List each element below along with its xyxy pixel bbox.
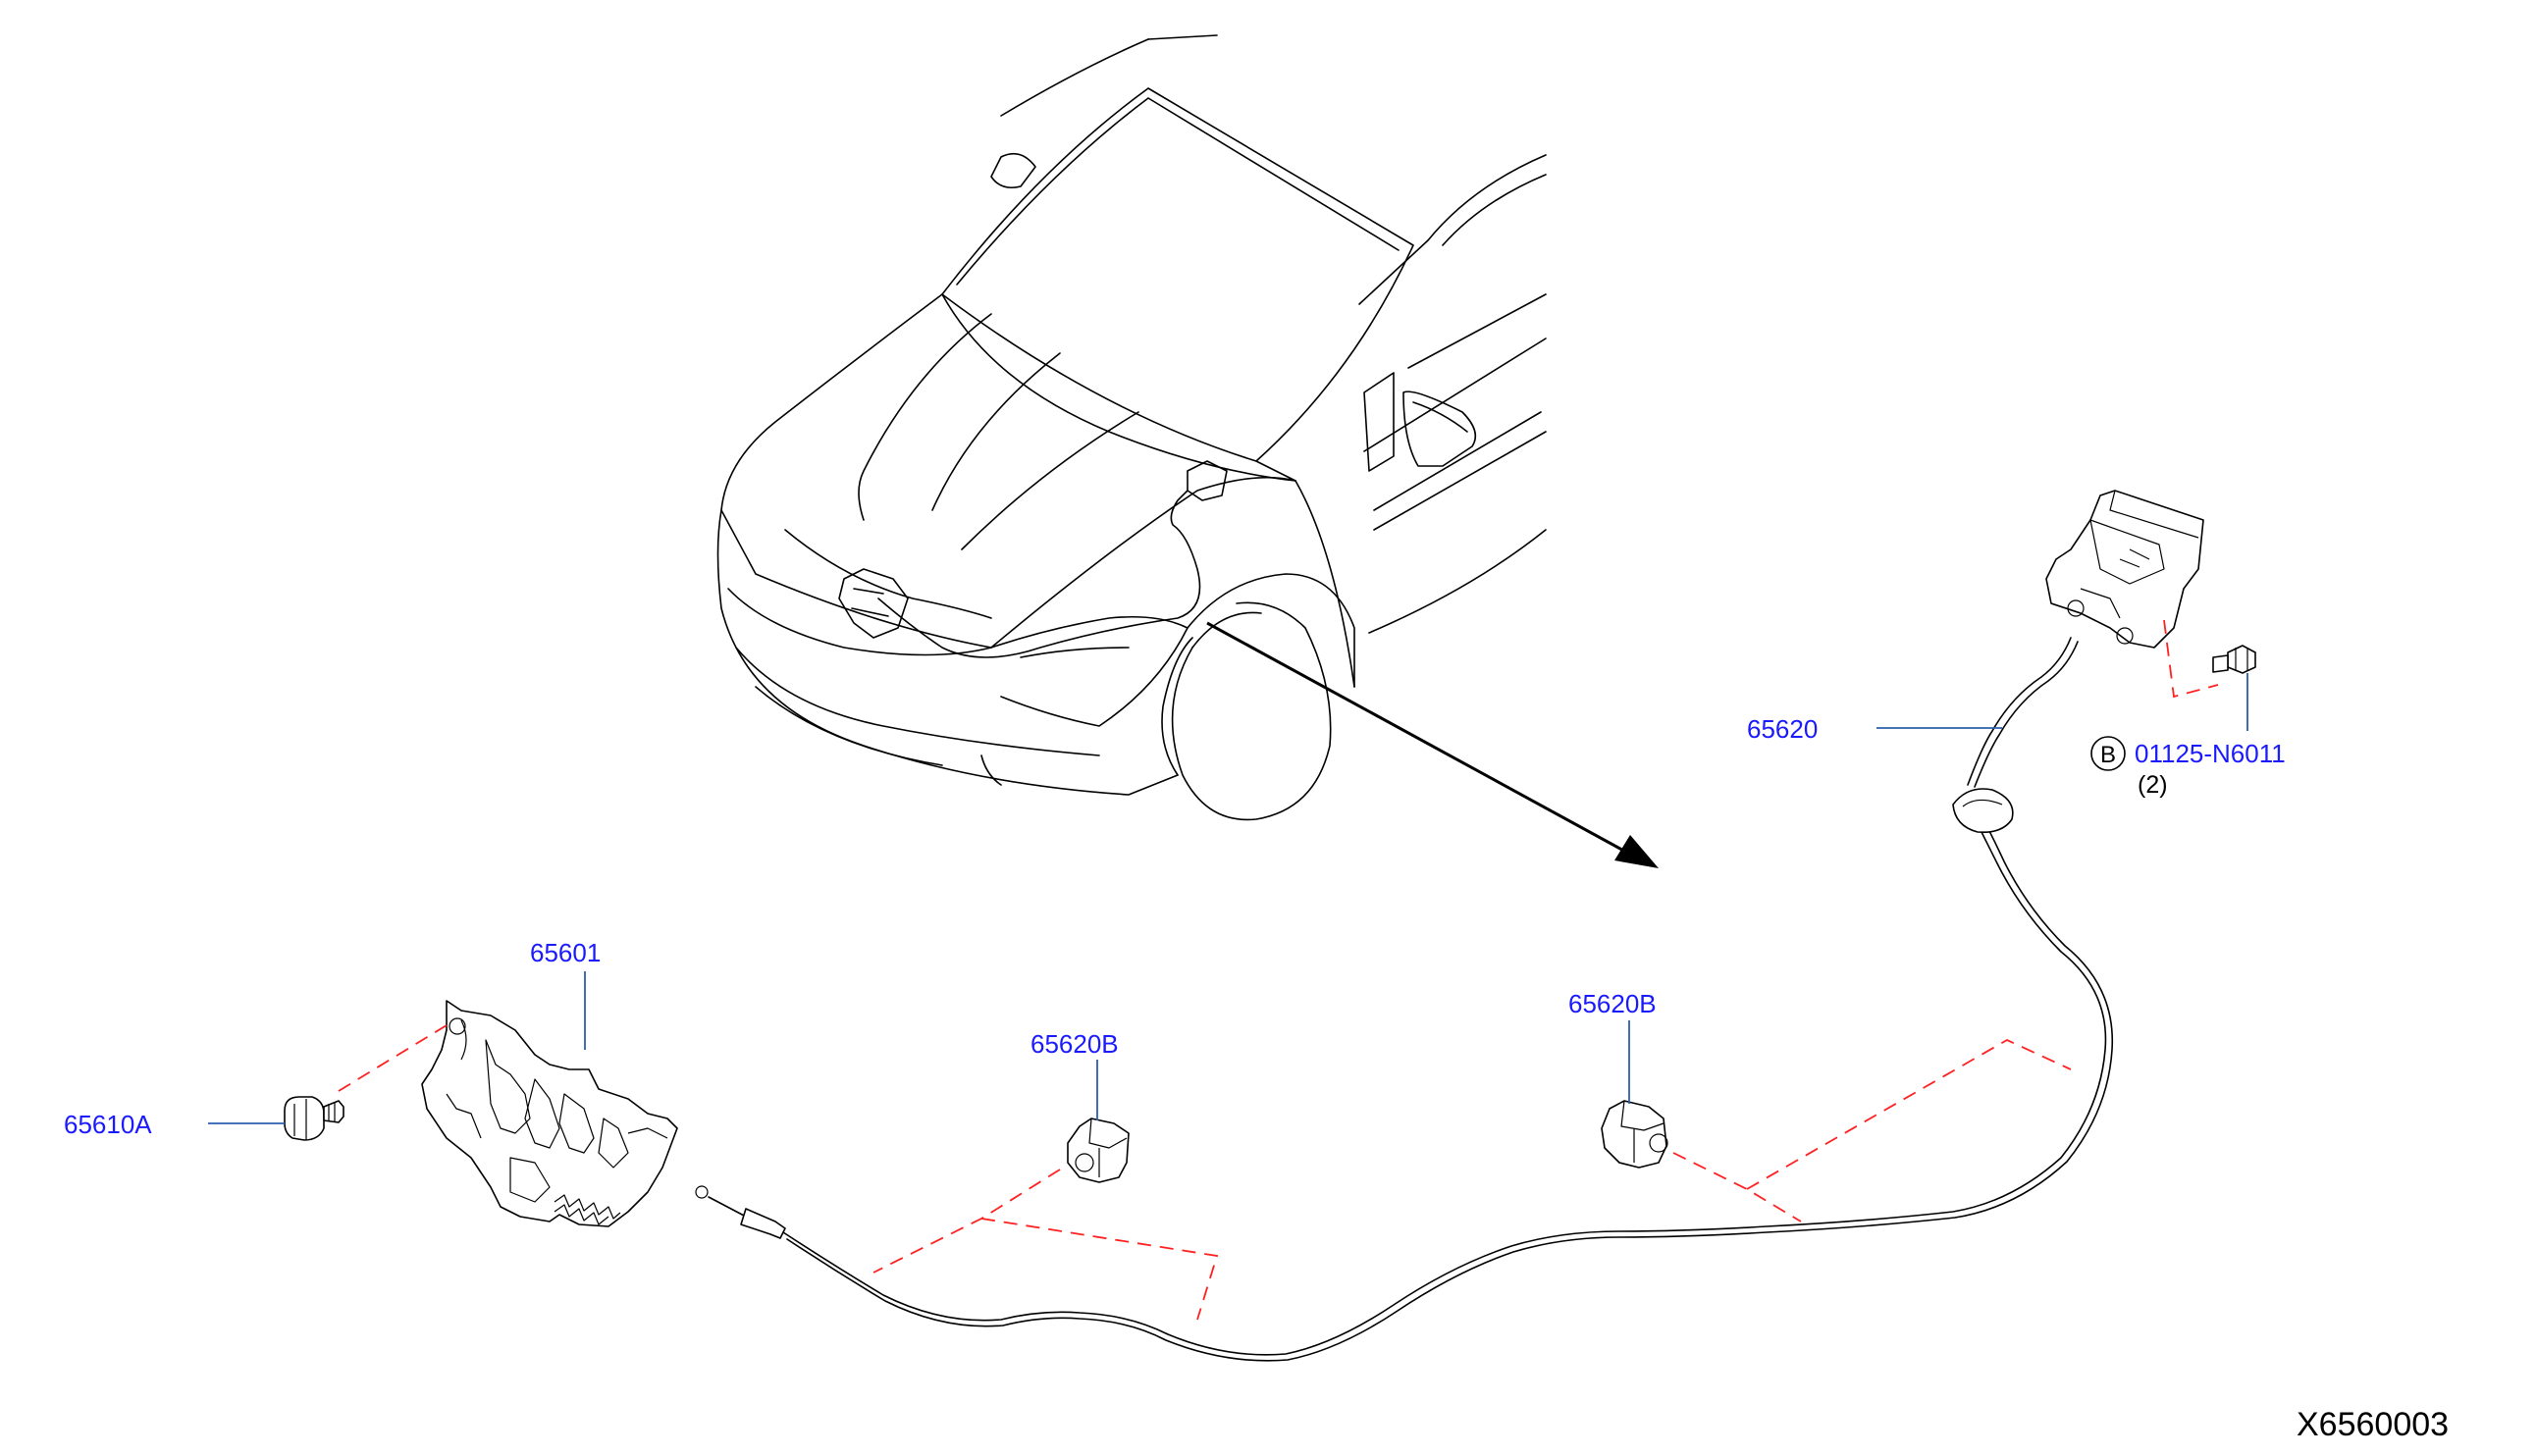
lock-bolt-part — [284, 1096, 344, 1141]
clip-left-part-number: 65620B — [1030, 1029, 1119, 1059]
bolt-type-badge: B — [2090, 736, 2126, 771]
figure-id: X6560003 — [2297, 1406, 2449, 1443]
handle-bolt-quantity: (2) — [2138, 771, 2168, 799]
cable-clip-right-part — [1601, 1100, 1668, 1169]
handle-bolt-dash-line — [2163, 619, 2219, 699]
clip-right-part-number: 65620B — [1568, 989, 1657, 1018]
clip-right-dash-line-b — [1746, 1038, 2072, 1190]
hood-lock-part — [421, 1000, 678, 1227]
release-handle-part — [2045, 490, 2204, 649]
cable-part-number: 65620 — [1747, 714, 1818, 744]
clip-left-dash-line-b — [980, 1218, 1219, 1321]
handle-bolt-part-number: 01125-N6011 — [2135, 739, 2286, 768]
clip-left-dash-line-a — [872, 1169, 1061, 1274]
lock-bolt-part-number: 65610A — [64, 1110, 152, 1139]
cable-clip-left-part — [1067, 1118, 1130, 1183]
bolt-type-badge-letter: B — [2100, 742, 2116, 768]
hood-lock-part-number: 65601 — [530, 938, 601, 967]
lock-spring — [554, 1194, 621, 1225]
handle-bolt-part — [2212, 645, 2256, 674]
clip-right-dash-line-a — [1672, 1152, 1802, 1222]
detail-arrow — [1206, 621, 1659, 868]
release-cable — [695, 637, 2114, 1362]
vehicle-illustration — [716, 34, 1547, 821]
